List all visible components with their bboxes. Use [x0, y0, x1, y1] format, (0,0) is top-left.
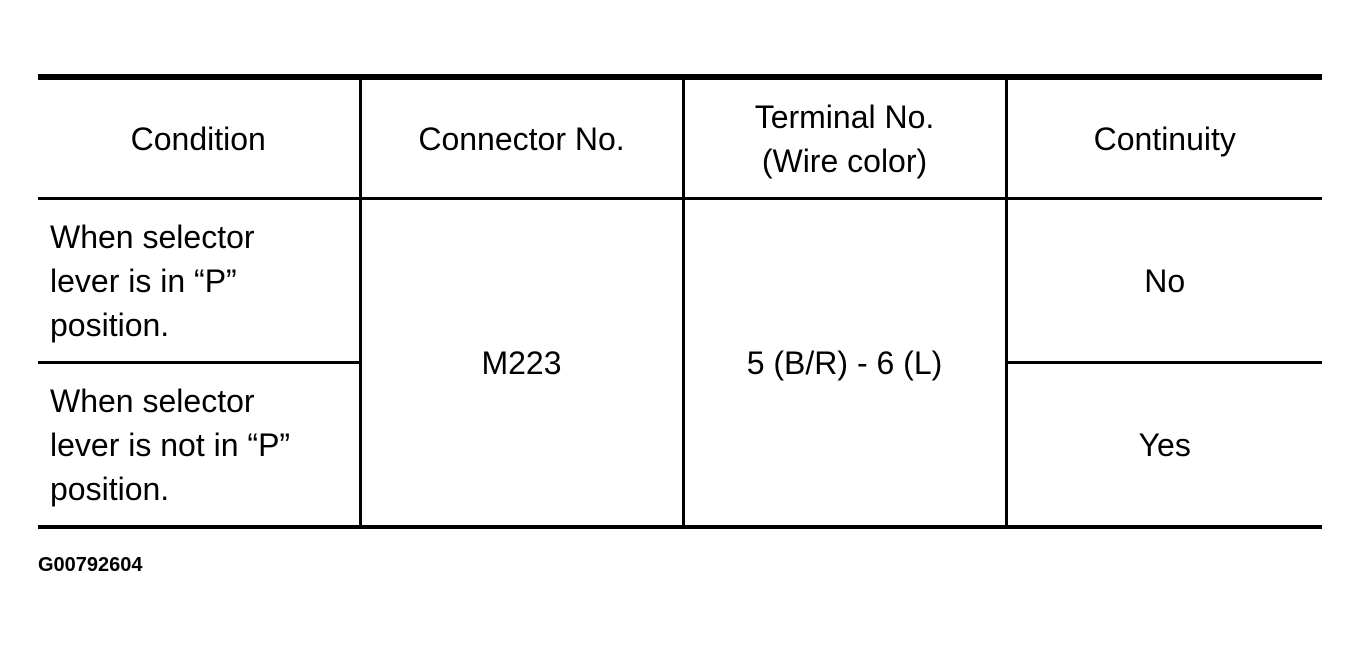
condition-line: When selector	[50, 382, 255, 419]
header-connector-no: Connector No.	[358, 80, 683, 200]
continuity-cell: No	[1004, 198, 1322, 364]
condition-cell: When selector lever is in “P” position.	[38, 198, 360, 364]
header-terminal-line2: (Wire color)	[761, 142, 928, 179]
header-condition: Condition	[38, 80, 360, 200]
terminal-cell: 5 (B/R) - 6 (L)	[681, 198, 1006, 529]
table-header-row: Condition Connector No. Terminal No. (Wi…	[38, 80, 1322, 200]
condition-cell: When selector lever is not in “P” positi…	[38, 362, 360, 529]
condition-line: position.	[50, 306, 170, 343]
table-top-rule	[38, 74, 1322, 80]
continuity-table: Condition Connector No. Terminal No. (Wi…	[38, 80, 1322, 529]
header-continuity: Continuity	[1004, 80, 1322, 200]
condition-line: lever is in “P”	[50, 262, 237, 299]
condition-line: lever is not in “P”	[50, 426, 291, 463]
continuity-cell: Yes	[1004, 362, 1322, 529]
header-terminal-no: Terminal No. (Wire color)	[681, 80, 1006, 200]
header-terminal-line1: Terminal No.	[754, 98, 935, 135]
connector-cell: M223	[358, 198, 683, 529]
condition-line: When selector	[50, 218, 255, 255]
table-row: When selector lever is in “P” position. …	[38, 198, 1322, 529]
table-row: When selector lever is not in “P” positi…	[38, 362, 1322, 529]
figure-id-label: G00792604	[38, 554, 143, 576]
condition-line: position.	[50, 470, 170, 507]
